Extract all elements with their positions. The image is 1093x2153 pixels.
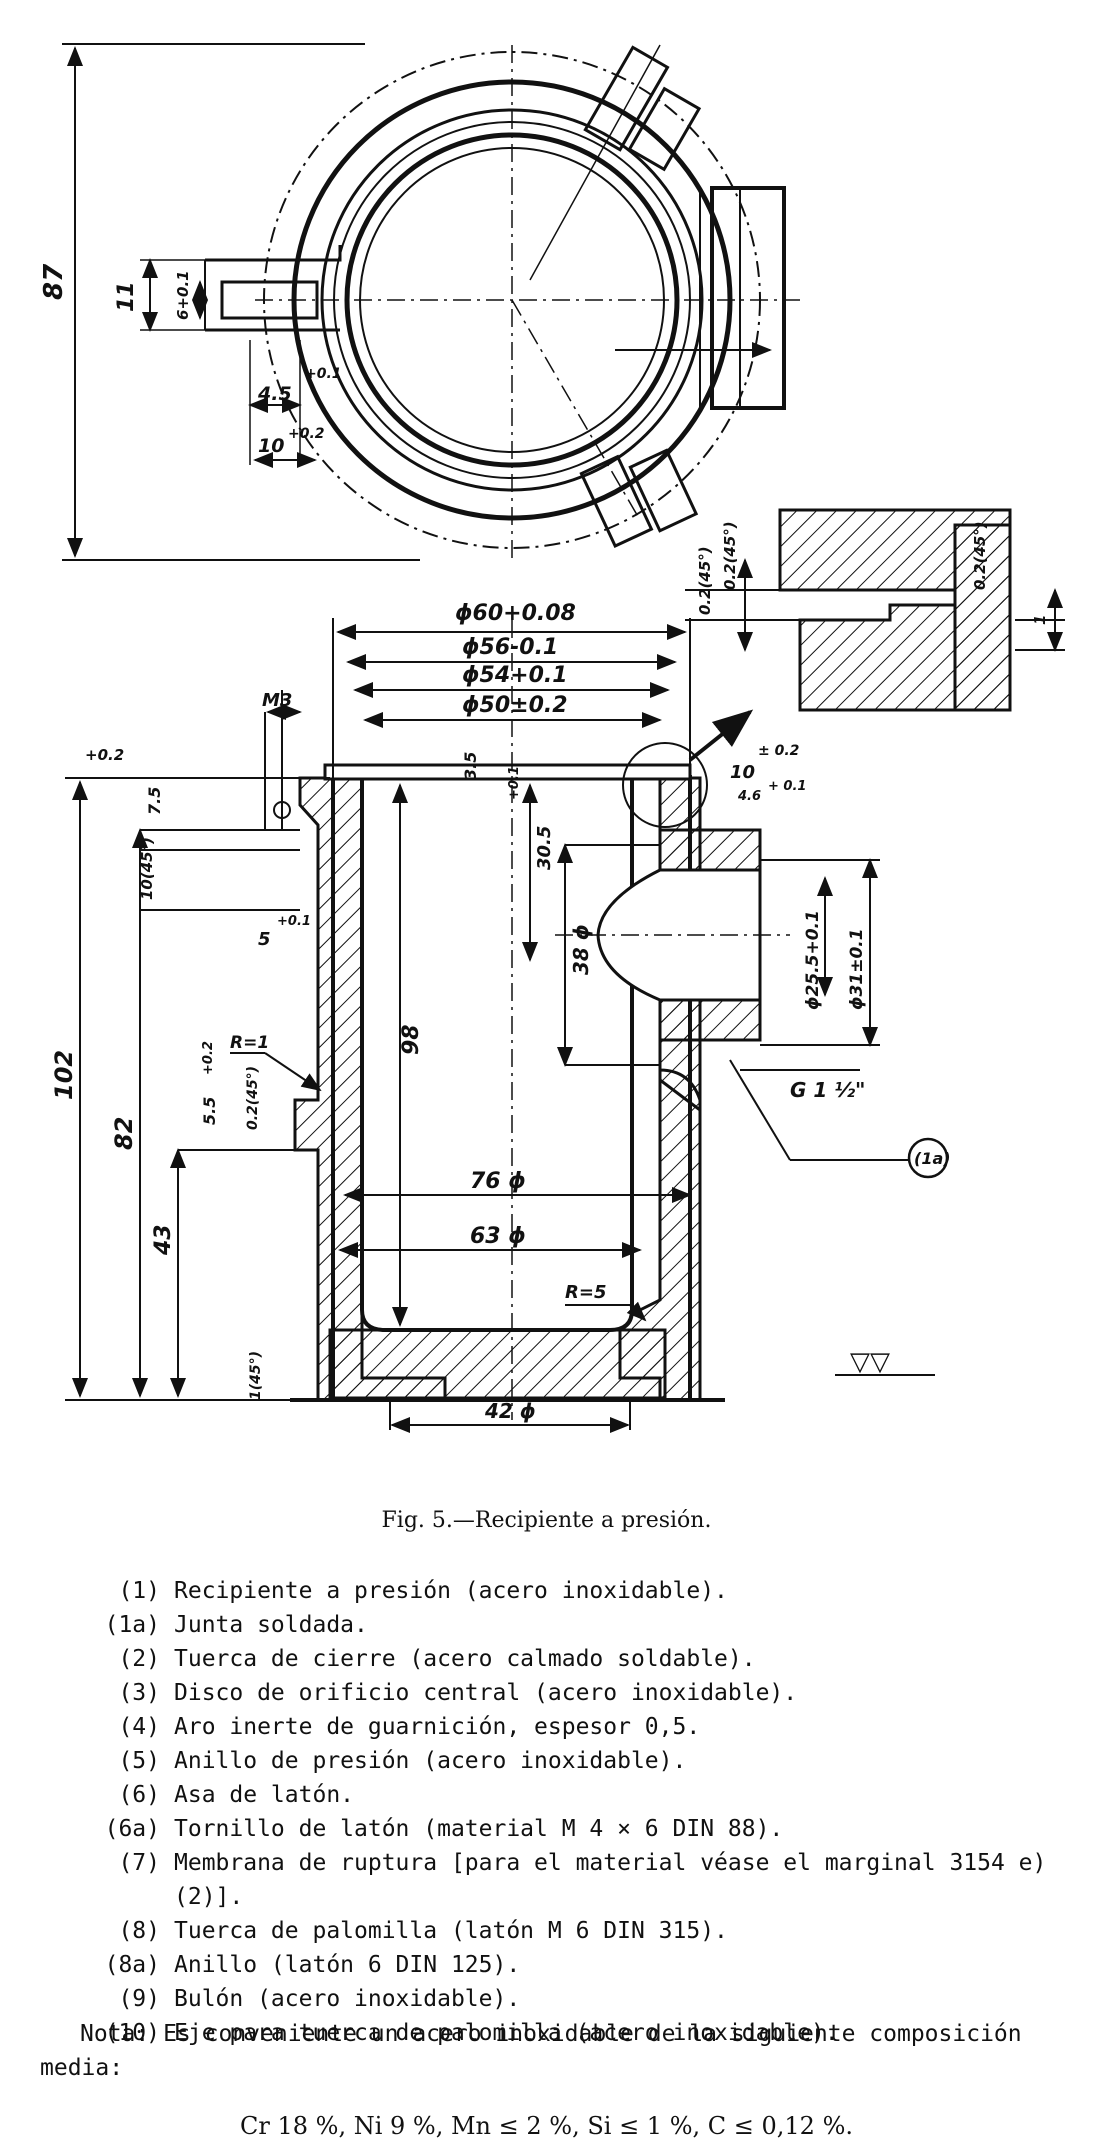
figure-caption: Fig. 5.—Recipiente a presión. — [381, 1508, 712, 1533]
legend-text: Tornillo de latón (material M 4 × 6 DIN … — [174, 1816, 784, 1842]
legend-item: (8) Tuerca de palomilla (latón M 6 DIN 31… — [40, 1914, 1070, 1948]
dim-02x45: 0.2(45°) — [245, 1066, 261, 1130]
dim-d255: ϕ25.5+0.1 — [803, 910, 823, 1010]
dim-35: 3.5 — [461, 752, 480, 780]
dim-m3: M3 — [262, 690, 292, 711]
dim-5-tol: +0.1 — [277, 914, 311, 929]
detail-chamfer-3: 0.2(45°) — [971, 521, 989, 590]
dim-b-label: 10 — [258, 435, 284, 457]
dim-overall-label: 87 — [39, 263, 69, 300]
legend-num: (4) — [118, 1714, 160, 1740]
callout-label: (1a) — [914, 1149, 951, 1168]
legend-item: (7) Membrana de ruptura [para el material… — [40, 1846, 1070, 1914]
legend-item: (1a) Junta soldada. — [40, 1608, 1070, 1642]
dim-a-tol-label: +0.1 — [305, 366, 342, 382]
dim-slot-width-label: 6+0.1 — [174, 270, 192, 320]
radius-r1: R=1 — [230, 1033, 269, 1053]
dim-b-tol-label: +0.2 — [288, 426, 325, 442]
legend-text: Junta soldada. — [174, 1612, 368, 1638]
dim-102: 102 — [50, 1050, 78, 1100]
dim-d31: ϕ31±0.1 — [847, 928, 867, 1010]
dim-305: 30.5 — [534, 826, 555, 870]
note-paragraph: Nota: Es conveniente un acero inoxidable… — [40, 2021, 1022, 2081]
dim-d50: ϕ50±0.2 — [462, 693, 568, 718]
legend-num: (10) — [104, 2020, 160, 2046]
legend-text: Tuerca de palomilla (latón M 6 DIN 315). — [174, 1918, 728, 1944]
legend-text: Eje para tuerca de palomilla (acero inox… — [174, 2020, 839, 2046]
legend-item: (4) Aro inerte de guarnición, espesor 0,5… — [40, 1710, 1070, 1744]
legend-text: Anillo de presión (acero inoxidable). — [174, 1748, 687, 1774]
surface-finish-mark: ▽▽ — [850, 1347, 890, 1377]
dim-10b: 10 — [730, 762, 755, 783]
top-view-labels: 87 11 6+0.1 4.5 +0.1 10 +0.2 — [39, 263, 342, 457]
detail-chamfer-1: 0.2(45°) — [696, 546, 714, 615]
legend-num: (7) — [118, 1850, 160, 1876]
detail-chamfer-2: 0.2(45°) — [721, 521, 739, 590]
legend-num: (2) — [118, 1646, 160, 1672]
dim-55: 5.5 — [200, 1097, 219, 1125]
dim-d60: ϕ60+0.08 — [455, 601, 576, 626]
legend-item: (3) Disco de orificio central (acero inox… — [40, 1676, 1070, 1710]
composition-formula: Cr 18 %, Ni 9 %, Mn ≤ 2 %, Si ≤ 1 %, C ≤… — [240, 2112, 853, 2140]
dim-a-label: 4.5 — [257, 383, 292, 405]
dim-d76: 76 ϕ — [470, 1169, 526, 1194]
section-view — [65, 618, 949, 1433]
legend-item: (8a) Anillo (latón 6 DIN 125). — [40, 1948, 1070, 1982]
legend-text: Anillo (latón 6 DIN 125). — [174, 1952, 521, 1978]
legend-text: Tuerca de cierre (acero calmado soldable… — [174, 1646, 756, 1672]
legend-num: (8) — [118, 1918, 160, 1944]
legend-item: (9) Bulón (acero inoxidable). — [40, 1982, 1070, 2016]
legend-item: (2) Tuerca de cierre (acero calmado solda… — [40, 1642, 1070, 1676]
detail-view: 0.2(45°) 0.2(45°) 0.2(45°) 1 — [685, 508, 1065, 712]
dim-46-tol: + 0.1 — [768, 779, 806, 794]
legend-item: (5) Anillo de presión (acero inoxidable). — [40, 1744, 1070, 1778]
dim-d42: 42 ϕ — [484, 1399, 536, 1423]
technical-drawing: 87 11 6+0.1 4.5 +0.1 10 +0.2 — [39, 43, 1065, 1433]
legend-num: (8a) — [104, 1952, 160, 1978]
legend-item: (6) Asa de latón. — [40, 1778, 1070, 1812]
dim-d56: ϕ56-0.1 — [462, 635, 558, 660]
dim-75: 7.5 — [145, 787, 164, 815]
dim-43: 43 — [151, 1224, 176, 1256]
dim-d38: 38 ϕ — [569, 924, 593, 975]
dim-5: 5 — [258, 929, 271, 950]
legend-item: (6a) Tornillo de latón (material M 4 × 6 … — [40, 1812, 1070, 1846]
legend-item: (1) Recipiente a presión (acero inoxidabl… — [40, 1574, 1070, 1608]
detail-dim-1: 1 — [1031, 615, 1049, 625]
legend-text: Asa de latón. — [174, 1782, 355, 1808]
legend-text: Bulón (acero inoxidable). — [174, 1986, 521, 2012]
dim-82: 82 — [110, 1117, 138, 1150]
top-view — [62, 43, 800, 561]
dim-d54: ϕ54+0.1 — [462, 663, 568, 688]
legend-num: (6a) — [104, 1816, 160, 1842]
legend-text: Disco de orificio central (acero inoxida… — [174, 1680, 798, 1706]
legend-item: (10) Eje para tuerca de palomilla (acero … — [40, 2016, 1070, 2050]
dim-tol-02: +0.2 — [85, 746, 124, 764]
dim-1x45: 1(45°) — [248, 1351, 264, 1400]
legend-text: Membrana de ruptura [para el material vé… — [174, 1850, 1047, 1910]
dim-10b-tol: ± 0.2 — [758, 743, 799, 759]
callout-bubble — [907, 1137, 949, 1179]
dim-tol-01: +0.1 — [507, 766, 522, 800]
section-labels: ϕ60+0.08 ϕ56-0.1 ϕ54+0.1 ϕ50±0.2 M3 +0.2… — [50, 601, 951, 1423]
dim-98: 98 — [399, 1024, 424, 1055]
legend-num: (1a) — [104, 1612, 160, 1638]
thread-label: G 1 ½" — [790, 1078, 865, 1102]
dim-46: 4.6 — [737, 789, 761, 804]
legend-num: (5) — [118, 1748, 160, 1774]
legend-num: (6) — [118, 1782, 160, 1808]
dim-slot-label: 11 — [114, 281, 139, 312]
radius-r5: R=5 — [565, 1282, 606, 1303]
legend-num: (3) — [118, 1680, 160, 1706]
parts-legend: (1) Recipiente a presión (acero inoxidabl… — [40, 1574, 1070, 2050]
dim-55-tol: +0.2 — [201, 1041, 216, 1075]
dim-d63: 63 ϕ — [470, 1224, 526, 1249]
dim-10x45: 10(45°) — [138, 837, 156, 900]
bottom-plate — [328, 1328, 667, 1400]
legend-num: (1) — [118, 1578, 160, 1604]
legend-num: (9) — [118, 1986, 160, 2012]
legend-text: Aro inerte de guarnición, espesor 0,5. — [174, 1714, 701, 1740]
legend-text: Recipiente a presión (acero inoxidable). — [174, 1578, 728, 1604]
